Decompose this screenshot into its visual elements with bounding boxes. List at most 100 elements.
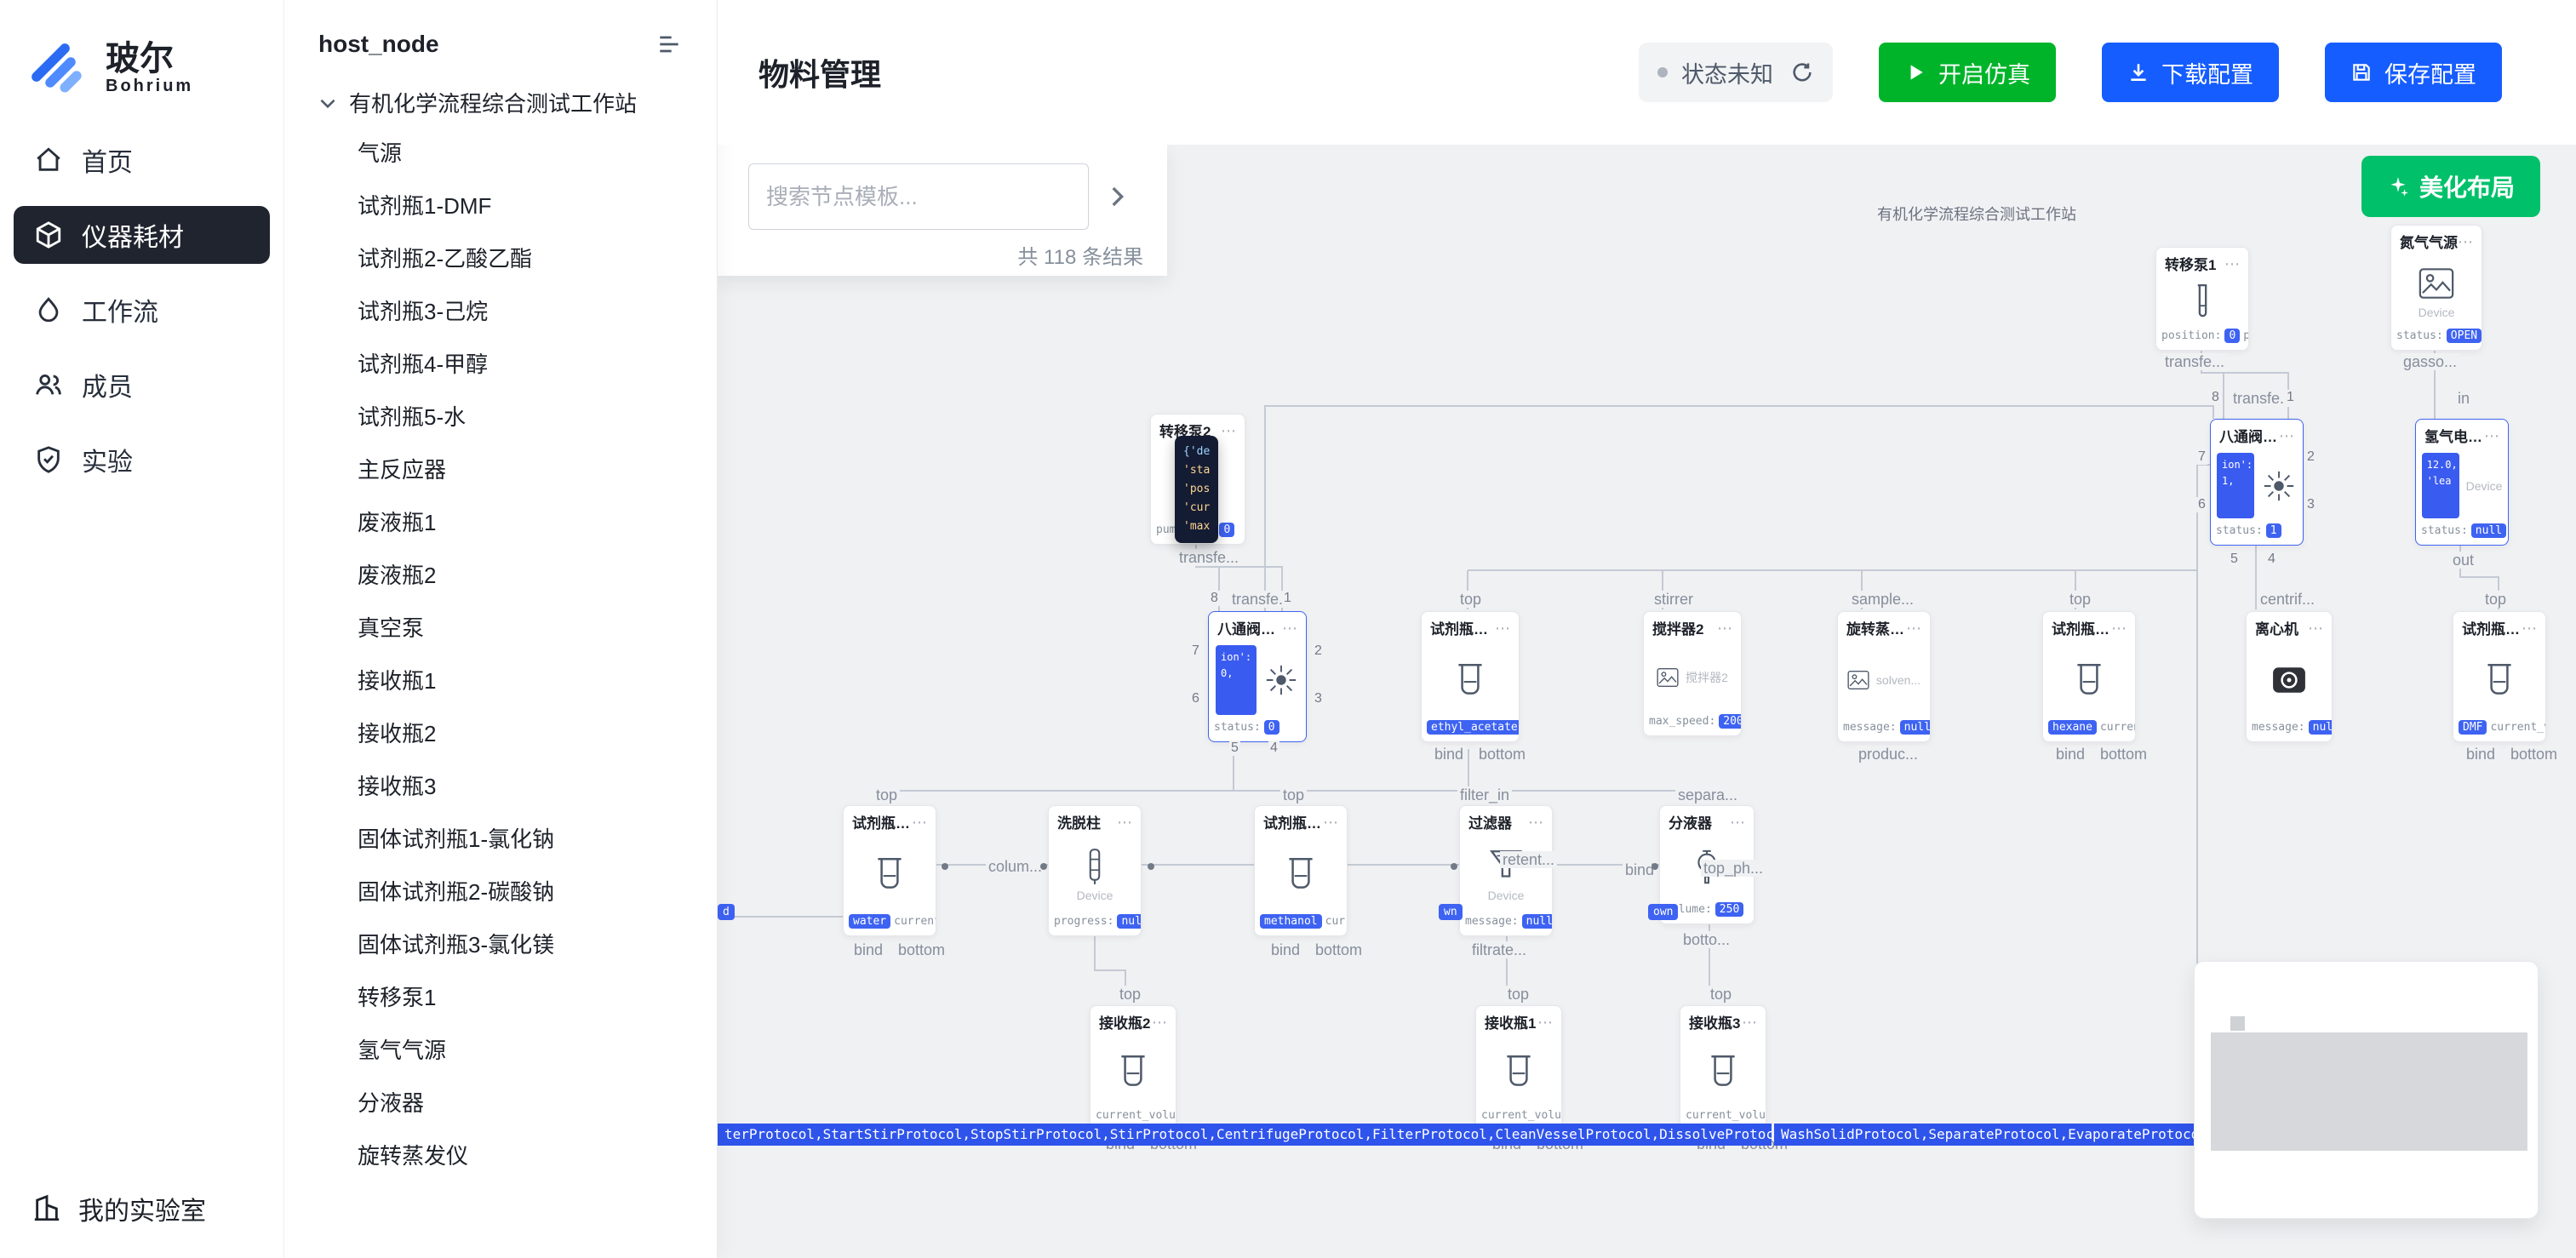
node-menu-icon[interactable]: ⋯ bbox=[2522, 619, 2537, 637]
node-menu-icon[interactable]: ⋯ bbox=[1495, 619, 1510, 637]
node-menu-icon[interactable]: ⋯ bbox=[2484, 426, 2499, 444]
edge-label: top_ph... bbox=[1701, 860, 1766, 877]
start-simulation-button[interactable]: 开启仿真 bbox=[1879, 43, 2056, 102]
sidebar-item-experiment[interactable]: 实验 bbox=[14, 431, 270, 489]
node-tag: 250 bbox=[1714, 902, 1744, 917]
node-menu-icon[interactable]: ⋯ bbox=[1717, 619, 1732, 637]
tree-item[interactable]: 试剂瓶2-乙酸乙酯 bbox=[358, 246, 533, 272]
tree-item[interactable]: 转移泵1 bbox=[358, 985, 437, 1010]
tree-root-node[interactable]: 有机化学流程综合测试工作站 bbox=[284, 77, 717, 127]
node-menu-icon[interactable]: ⋯ bbox=[2458, 232, 2473, 250]
tree-item[interactable]: 试剂瓶4-甲醇 bbox=[358, 352, 489, 377]
canvas-node[interactable]: 试剂瓶4-甲醇⋯methanolcurrent bbox=[1254, 805, 1348, 936]
tree-item[interactable]: 真空泵 bbox=[358, 615, 425, 641]
canvas-node[interactable]: 试剂瓶5-水⋯watercurrent_w bbox=[843, 805, 936, 936]
node-menu-icon[interactable]: ⋯ bbox=[1906, 619, 1921, 637]
refresh-icon[interactable] bbox=[1790, 60, 1814, 84]
tree-item[interactable]: 接收瓶2 bbox=[358, 721, 437, 746]
tree-item[interactable]: 固体试剂瓶3-氯化镁 bbox=[358, 932, 555, 958]
node-device-label: solven... bbox=[1875, 673, 1921, 687]
tree-item[interactable]: 试剂瓶1-DMF bbox=[358, 193, 492, 219]
tree-item[interactable]: 固体试剂瓶2-碳酸钠 bbox=[358, 879, 555, 905]
protocol-edge-label[interactable]: terProtocol,StartStirProtocol,StopStirPr… bbox=[718, 1124, 1772, 1146]
node-menu-icon[interactable]: ⋯ bbox=[1742, 1013, 1757, 1031]
save-config-button[interactable]: 保存配置 bbox=[2325, 43, 2502, 102]
tree-item[interactable]: 废液瓶1 bbox=[358, 510, 437, 535]
canvas-node[interactable]: 接收瓶3⋯current_volume0 bbox=[1680, 1005, 1766, 1130]
canvas-node[interactable]: 八通阀门1⋯ion':1,status:1 bbox=[2210, 419, 2304, 546]
node-menu-icon[interactable]: ⋯ bbox=[1282, 619, 1297, 637]
canvas-node[interactable]: 试剂瓶3-己烷⋯hexanecurrent_v bbox=[2042, 611, 2136, 742]
tree-item[interactable]: 分液器 bbox=[358, 1090, 425, 1116]
tree-item[interactable]: 旋转蒸发仪 bbox=[358, 1143, 469, 1169]
canvas-node[interactable]: 转移泵1⋯position:0pum bbox=[2155, 247, 2249, 351]
tree-item[interactable]: 接收瓶3 bbox=[358, 774, 437, 799]
canvas-node[interactable]: 接收瓶1⋯current_volume0 bbox=[1475, 1005, 1562, 1130]
edge-label: separa... bbox=[1675, 786, 1741, 803]
members-icon bbox=[34, 370, 63, 399]
canvas-node[interactable]: 旋转蒸发仪⋯solven...message:nullmax bbox=[1837, 611, 1931, 742]
node-menu-icon[interactable]: ⋯ bbox=[2224, 254, 2240, 272]
device-icon bbox=[2419, 264, 2454, 303]
canvas-node[interactable]: 接收瓶2⋯current_volume0 bbox=[1090, 1005, 1176, 1130]
node-menu-icon[interactable]: ⋯ bbox=[2279, 426, 2294, 444]
sidebar-item-instrument[interactable]: 仪器耗材 bbox=[14, 206, 270, 264]
canvas-node[interactable]: 试剂瓶2-乙酸乙酯⋯ethyl_acetatecurre bbox=[1421, 611, 1520, 742]
node-menu-icon[interactable]: ⋯ bbox=[2308, 619, 2323, 637]
protocol-edge-label[interactable]: WashSolidProtocol,SeparateProtocol,Evapo… bbox=[1774, 1124, 2241, 1146]
node-menu-icon[interactable]: ⋯ bbox=[2111, 619, 2127, 637]
sparkle-icon bbox=[2387, 175, 2409, 197]
node-menu-icon[interactable]: ⋯ bbox=[1537, 1013, 1553, 1031]
sidebar-item-members[interactable]: 成员 bbox=[14, 356, 270, 414]
sidebar-item-workflow[interactable]: 工作流 bbox=[14, 281, 270, 339]
sidebar-item-my-lab[interactable]: 我的实验室 bbox=[0, 1190, 283, 1227]
canvas-node[interactable]: 离心机⋯message:nullma bbox=[2246, 611, 2333, 742]
node-menu-icon[interactable]: ⋯ bbox=[1152, 1013, 1167, 1031]
beautify-layout-button[interactable]: 美化布局 bbox=[2361, 156, 2541, 217]
canvas-area[interactable] bbox=[718, 145, 2576, 1258]
collapse-panel-icon[interactable] bbox=[655, 31, 683, 58]
beaker-icon bbox=[2482, 660, 2517, 700]
node-menu-icon[interactable]: ⋯ bbox=[1730, 813, 1745, 831]
minimap[interactable] bbox=[2194, 961, 2539, 1219]
minimap-viewport[interactable] bbox=[2211, 1032, 2527, 1151]
search-result-count: 共 118 条结果 bbox=[1017, 246, 1143, 269]
tree-item[interactable]: 主反应器 bbox=[358, 457, 447, 483]
port-number: 8 bbox=[1209, 591, 1220, 606]
edge-label: bind bbox=[1432, 746, 1467, 763]
chevron-down-icon[interactable] bbox=[317, 92, 339, 114]
chevron-right-icon[interactable] bbox=[1102, 182, 1131, 211]
tree-item[interactable]: 试剂瓶3-己烷 bbox=[358, 299, 489, 324]
node-tag: null bbox=[1521, 914, 1552, 929]
node-menu-icon[interactable]: ⋯ bbox=[1117, 813, 1132, 831]
search-input[interactable] bbox=[748, 163, 1089, 230]
download-config-button[interactable]: 下载配置 bbox=[2102, 43, 2279, 102]
sidebar-item-home[interactable]: 首页 bbox=[14, 131, 270, 189]
node-template-search-panel: 共 118 条结果 bbox=[718, 145, 1167, 276]
tree-item[interactable]: 接收瓶1 bbox=[358, 668, 437, 694]
edge-label: transfe... bbox=[2230, 390, 2296, 407]
tree-item[interactable]: 气源 bbox=[358, 140, 403, 166]
edge-label: top bbox=[1505, 986, 1532, 1003]
tree-item[interactable]: 废液瓶2 bbox=[358, 563, 437, 588]
tree-item[interactable]: 固体试剂瓶1-氯化钠 bbox=[358, 826, 555, 852]
port-number: 6 bbox=[2196, 497, 2207, 512]
node-menu-icon[interactable]: ⋯ bbox=[1323, 813, 1338, 831]
node-menu-icon[interactable]: ⋯ bbox=[912, 813, 927, 831]
node-menu-icon[interactable]: ⋯ bbox=[1221, 421, 1236, 439]
sidebar-item-label: 成员 bbox=[82, 374, 133, 402]
bohrium-logo-icon bbox=[24, 36, 90, 102]
tree-item[interactable]: 试剂瓶5-水 bbox=[358, 404, 467, 430]
canvas-node[interactable]: 八通阀门2⋯ion':0,status:0 bbox=[1208, 611, 1307, 742]
node-tag: position: bbox=[2161, 329, 2222, 342]
node-tag: current_volume bbox=[1096, 1109, 1176, 1122]
node-menu-icon[interactable]: ⋯ bbox=[1528, 813, 1543, 831]
tree-item[interactable]: 氢气气源 bbox=[358, 1038, 447, 1063]
